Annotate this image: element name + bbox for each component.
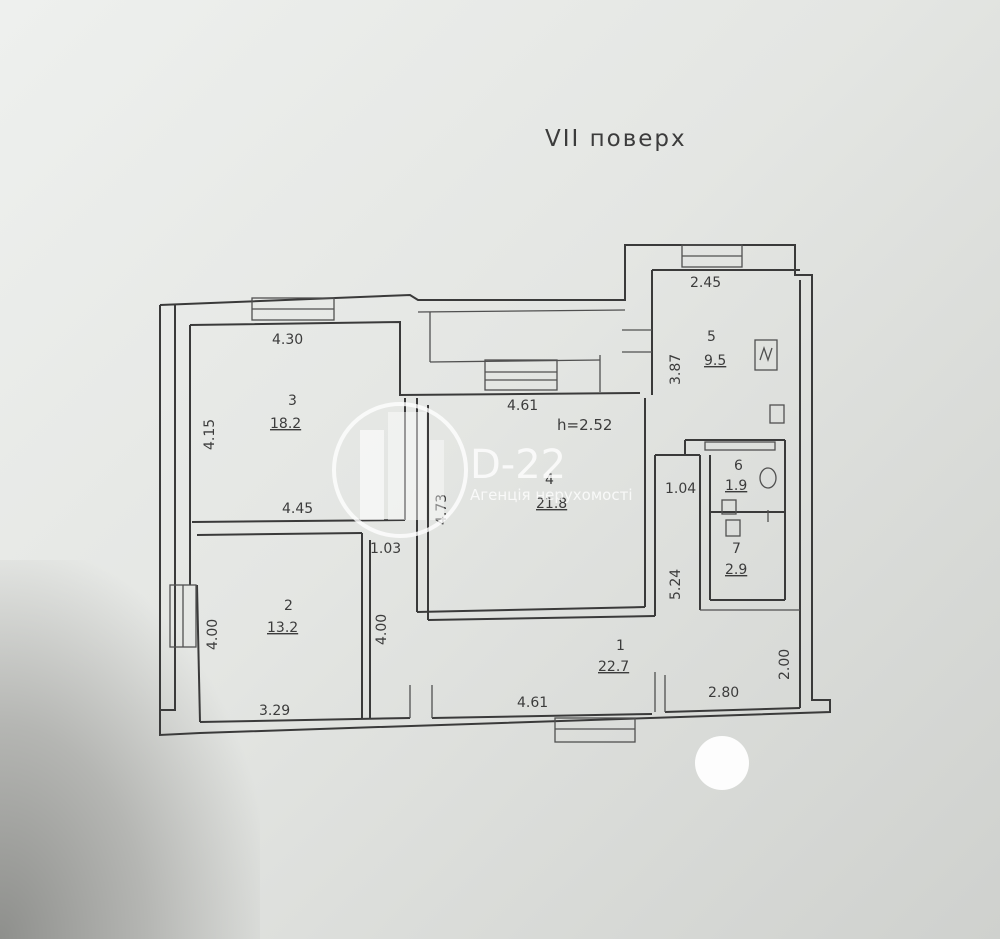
dim-room3-bottom: 4.45 (282, 501, 313, 517)
room-6-area: 1.9 (725, 478, 747, 494)
room-1-area: 22.7 (598, 659, 629, 675)
watermark-brand: D-22 (470, 442, 566, 488)
room-2-area: 13.2 (267, 620, 298, 636)
dim-bath-width: 1.04 (665, 481, 696, 497)
dim-hall-bottom: 4.61 (517, 695, 548, 711)
dim-door-width: 1.03 (370, 541, 401, 557)
dim-room2-bottom: 3.29 (259, 703, 290, 719)
white-spot (695, 736, 749, 790)
dim-room5-left: 3.87 (668, 354, 684, 385)
room-4-number: 4 (545, 472, 554, 488)
dim-room5-top: 2.45 (690, 275, 721, 291)
walls (159, 244, 831, 737)
room-5-number: 5 (707, 329, 716, 345)
watermark-subtitle: Агенція нерухомості (470, 486, 632, 504)
dim-room3-left: 4.15 (202, 419, 218, 450)
room-3-number: 3 (288, 393, 297, 409)
room-2-number: 2 (284, 598, 293, 614)
watermark-building-icon (360, 412, 444, 520)
dim-corridor-bottom: 2.80 (708, 685, 739, 701)
dim-room2-right: 4.00 (374, 614, 390, 645)
room-7-area: 2.9 (725, 562, 747, 578)
floor-title: VII поверх (545, 126, 687, 152)
dim-room4-top: 4.61 (507, 398, 538, 414)
room-5-area: 9.5 (704, 353, 726, 369)
room-3-area: 18.2 (270, 416, 301, 432)
scan-shadow (0, 560, 260, 939)
agency-watermark: D-22 Агенція нерухомості (332, 402, 632, 538)
dim-room4-right: 5.24 (668, 569, 684, 600)
dim-corridor-right: 2.00 (777, 649, 793, 680)
fixtures (704, 339, 785, 537)
room-1-number: 1 (616, 638, 625, 654)
room-4-area: 21.8 (536, 496, 567, 512)
dim-room3-top: 4.30 (272, 332, 303, 348)
ceiling-height-label: h=2.52 (557, 416, 612, 434)
room-7-number: 7 (732, 541, 741, 557)
room-labels: 1 22.7 2 13.2 3 18.2 4 21.8 5 9.5 6 1.9 … (267, 329, 747, 675)
watermark-ring (332, 402, 468, 538)
windows (169, 244, 743, 743)
dim-room2-left: 4.00 (205, 619, 221, 650)
room-6-number: 6 (734, 458, 743, 474)
